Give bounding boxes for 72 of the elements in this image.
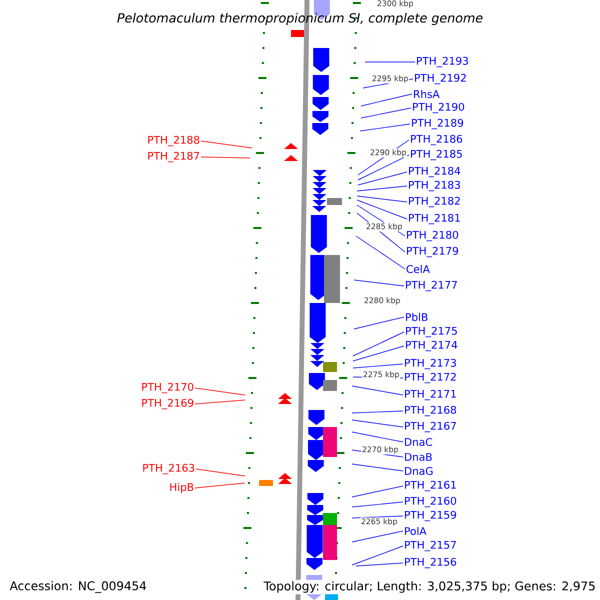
gene-label: PTH_2157 bbox=[405, 540, 456, 552]
gene-label: PTH_2171 bbox=[405, 390, 456, 400]
gene-label: PTH_2159 bbox=[405, 510, 456, 522]
leader-line bbox=[358, 172, 408, 186]
gene-label: PTH_2174 bbox=[406, 340, 458, 352]
leader-line bbox=[352, 516, 404, 518]
footer-text: Topology: circular; Length: 3,025,375 bp; Genes: 2,975 bbox=[262, 580, 598, 594]
gene-label: PTH_2189 bbox=[412, 118, 464, 130]
leader-line bbox=[200, 156, 250, 158]
leader-line bbox=[356, 186, 408, 192]
gene-label: PTH_2190 bbox=[413, 102, 464, 114]
leader-line bbox=[200, 140, 252, 148]
gene-label: PTH_2192 bbox=[415, 74, 466, 84]
gene-label: PTH_2187 bbox=[148, 152, 200, 162]
leader-line bbox=[356, 196, 408, 202]
title: Pelotomaculum thermopropionicum SI, complete genome bbox=[117, 12, 483, 26]
leader-line bbox=[360, 124, 410, 132]
gene-label: PTH_2170 bbox=[142, 382, 194, 394]
leader-line bbox=[356, 236, 406, 270]
leader-line bbox=[352, 502, 404, 508]
gene-label: DnaB bbox=[405, 453, 432, 461]
leader-line bbox=[352, 386, 404, 396]
leader-line bbox=[194, 388, 246, 396]
gene-label: PTH_2163 bbox=[143, 464, 194, 474]
leader-line bbox=[352, 420, 404, 428]
gene-label: PTH_2169 bbox=[142, 398, 194, 410]
leader-line bbox=[354, 280, 404, 286]
gene-label: PTH_2186 bbox=[411, 134, 462, 146]
leader-line bbox=[196, 468, 246, 476]
gene-label: PTH_2168 bbox=[405, 406, 456, 416]
gene-label: PTH_2182 bbox=[409, 196, 460, 208]
leader-line bbox=[352, 410, 404, 414]
leader-line bbox=[352, 346, 404, 362]
gene-label: PTH_2188 bbox=[148, 136, 200, 146]
gene-label: PTH_2179 bbox=[407, 246, 458, 258]
leader-line bbox=[352, 464, 404, 472]
gene-label: PTH_2180 bbox=[407, 230, 458, 242]
leader-line bbox=[352, 486, 404, 498]
gene-label: PolA bbox=[405, 526, 426, 536]
gene-label: DnaC bbox=[405, 438, 432, 446]
gene-label: DnaG bbox=[405, 467, 433, 475]
leader-line bbox=[352, 364, 404, 368]
gene-label: PTH_2193 bbox=[417, 56, 468, 68]
leader-line bbox=[356, 562, 404, 566]
gene-label: PTH_2172 bbox=[405, 372, 456, 384]
gene-label: PTH_2175 bbox=[406, 326, 457, 338]
leader-line bbox=[352, 332, 404, 356]
leader-line bbox=[352, 432, 404, 442]
leader-line bbox=[360, 108, 412, 118]
gene-label: PTH_2167 bbox=[405, 422, 456, 432]
gene-label: CelA bbox=[406, 264, 430, 274]
gene-label: PTH_2173 bbox=[405, 358, 456, 370]
leader-line bbox=[358, 154, 410, 180]
gene-label: PTH_2160 bbox=[405, 496, 456, 508]
leader-line bbox=[360, 94, 412, 106]
leader-line bbox=[194, 482, 246, 488]
gene-label: PTH_2161 bbox=[405, 480, 456, 492]
gene-label: PTH_2156 bbox=[405, 558, 456, 568]
gene-label: HipB bbox=[170, 482, 194, 494]
leader-line bbox=[354, 316, 404, 330]
gene-label: PTH_2184 bbox=[409, 166, 460, 178]
leader-line bbox=[352, 530, 404, 542]
leader-line bbox=[356, 200, 408, 220]
gene-label: PTH_2181 bbox=[409, 214, 460, 224]
footer-text: Accession: NC_009454 bbox=[8, 580, 148, 594]
gene-label: PTH_2183 bbox=[409, 180, 460, 192]
leader-line bbox=[352, 546, 404, 566]
leader-line bbox=[194, 400, 246, 404]
gene-label: RhsA bbox=[414, 90, 440, 98]
gene-label: PTH_2177 bbox=[406, 280, 457, 292]
gene-label: PblB bbox=[406, 312, 428, 322]
gene-label: PTH_2185 bbox=[411, 150, 462, 160]
